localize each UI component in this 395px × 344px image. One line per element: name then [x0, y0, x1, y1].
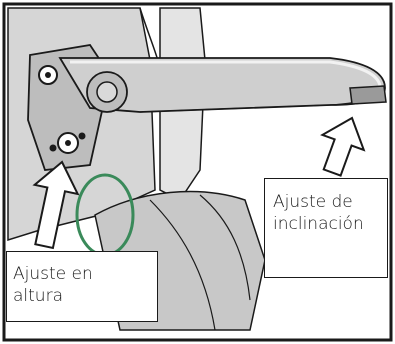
hinge-pivot-center [45, 72, 51, 78]
height-knob-center [65, 140, 71, 146]
tilt-label-line-2: inclinación [273, 214, 364, 234]
tilt-knob [349, 85, 387, 105]
tilt-label-line-1: Ajuste de [273, 192, 353, 212]
height-knob-hole-right [78, 132, 86, 140]
armrest-top-highlight [70, 60, 382, 87]
armrest-hub-inner [96, 81, 118, 103]
figure-frame [2, 2, 393, 342]
up-arrow-icon [320, 116, 366, 177]
height-label-line-1: Ajuste en [13, 264, 93, 284]
height-adjustment-callout: Ajuste en altura [6, 251, 158, 322]
tilt-adjustment-callout: Ajuste de inclinación [264, 178, 388, 278]
height-label-line-2: altura [13, 286, 63, 306]
seat-cushion-fold [149, 199, 216, 331]
seat-cushion-fold-2 [199, 194, 251, 301]
height-knob-hole-left [49, 144, 57, 152]
up-arrow-icon [32, 160, 80, 250]
